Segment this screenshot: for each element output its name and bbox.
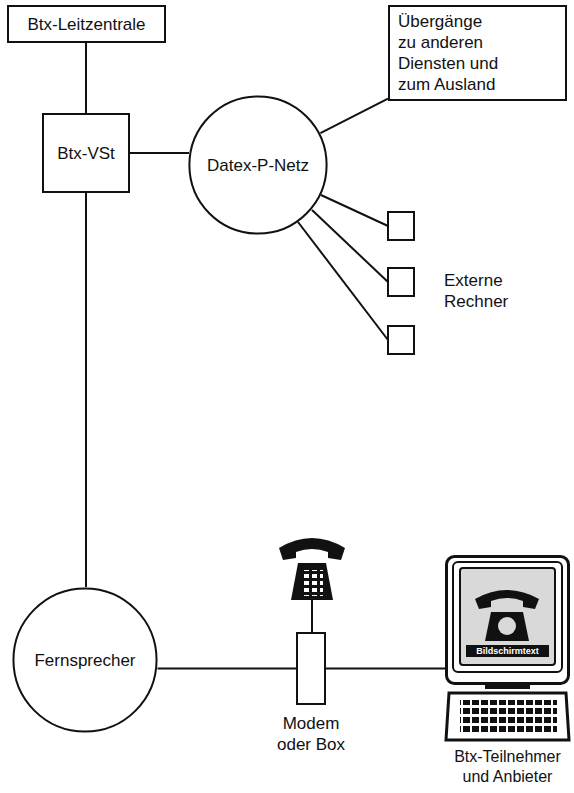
annotation-label: Externe Rechner (444, 270, 564, 312)
node-content: Übergänge zu anderen Diensten und zum Au… (390, 7, 565, 99)
node-label: Datex-P-Netz (207, 155, 309, 176)
phone-wire (311, 598, 313, 633)
terminal-node: BildschirmtextBtx-Teilnehmer und Anbiete… (445, 555, 570, 791)
modem-box: Modem oder Box (296, 632, 326, 705)
node-content: Fernsprecher (12, 587, 158, 733)
connector-line (85, 193, 87, 587)
network-circle: Datex-P-Netz (188, 95, 328, 235)
node-label: Fernsprecher (34, 650, 135, 671)
computer-square (388, 268, 414, 296)
circle-outline-shape (189, 96, 326, 233)
terminal-icon (446, 557, 569, 741)
screen-phone-handset (475, 590, 539, 609)
exchange-box: Btx-VSt (42, 113, 130, 193)
screen-label: Bildschirmtext (466, 645, 549, 657)
network-line (321, 195, 388, 226)
node-label: Btx-Leitzentrale (27, 14, 145, 35)
keyboard-keys (460, 700, 557, 733)
telephone-network-circle: Fernsprecher (12, 587, 158, 733)
phone-handset (279, 538, 345, 560)
gateway-box: Übergänge zu anderen Diensten und zum Au… (388, 5, 567, 101)
node-content: Modem oder Box (298, 634, 324, 703)
node-label: Btx-VSt (57, 143, 115, 164)
monitor-stand (485, 683, 530, 689)
node-content: Btx-VSt (44, 115, 128, 191)
monitor-housing (447, 557, 569, 684)
connector-line (130, 152, 189, 154)
external-computers (298, 195, 414, 354)
node-label: Übergänge zu anderen Diensten und zum Au… (398, 11, 502, 95)
screen-phone-dial (498, 617, 516, 635)
network-line (312, 210, 388, 282)
connector-line (320, 99, 388, 134)
telephone-icon (279, 538, 345, 633)
network-line (298, 222, 388, 340)
connector-line (158, 668, 297, 670)
connector-line (326, 668, 445, 670)
node-content: BildschirmtextBtx-Teilnehmer und Anbiete… (445, 555, 570, 791)
connector-line (85, 43, 87, 113)
circle-outline-shape (13, 588, 156, 731)
monitor-bezel (453, 562, 562, 672)
phone-body (291, 563, 333, 600)
node-caption: Btx-Teilnehmer und Anbieter (445, 747, 570, 787)
node-content: Btx-Leitzentrale (9, 7, 164, 41)
node-caption: Modem oder Box (269, 713, 353, 755)
phone-keypad (301, 570, 323, 596)
keyboard (446, 693, 569, 740)
node-content: Datex-P-Netz (188, 95, 328, 235)
control-center-box: Btx-Leitzentrale (7, 5, 166, 43)
computer-square (388, 326, 414, 354)
screen-phone-body (485, 612, 529, 641)
computer-square (388, 212, 414, 240)
monitor-screen (460, 568, 555, 665)
